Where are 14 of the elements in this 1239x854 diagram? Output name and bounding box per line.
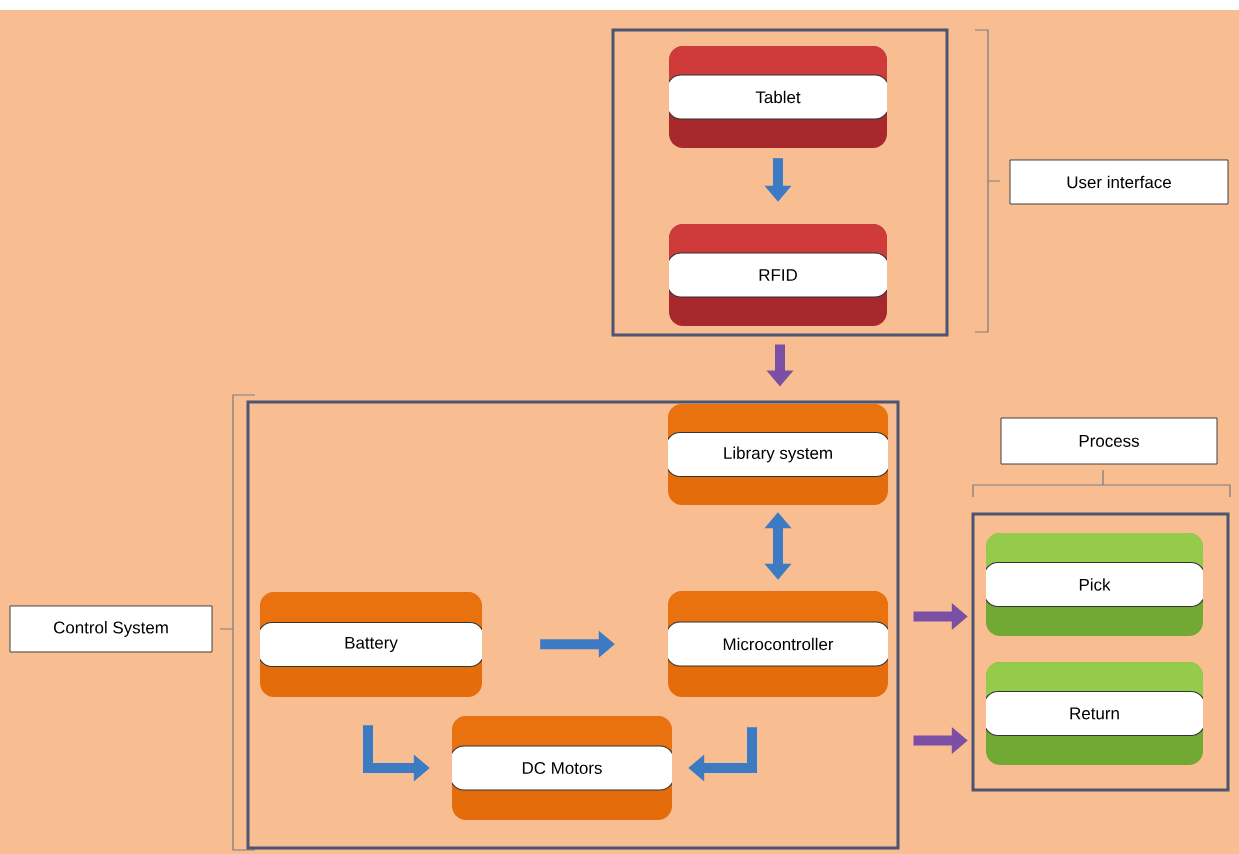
- process-box: Pick: [986, 533, 1203, 636]
- process-box: RFID: [669, 224, 887, 326]
- process-box: Tablet: [669, 46, 887, 148]
- process-box: DC Motors: [452, 716, 672, 820]
- label-box: User interface: [1009, 159, 1229, 205]
- process-box: Battery: [260, 592, 482, 697]
- process-box: Return: [986, 662, 1203, 765]
- process-box: Microcontroller: [668, 591, 888, 697]
- label-box: Control System: [9, 605, 213, 653]
- label-box: Process: [1000, 417, 1218, 465]
- process-box: Library system: [668, 404, 888, 505]
- group-frame: [971, 512, 1230, 792]
- group-frame: [611, 28, 949, 337]
- group-frame: [246, 400, 900, 850]
